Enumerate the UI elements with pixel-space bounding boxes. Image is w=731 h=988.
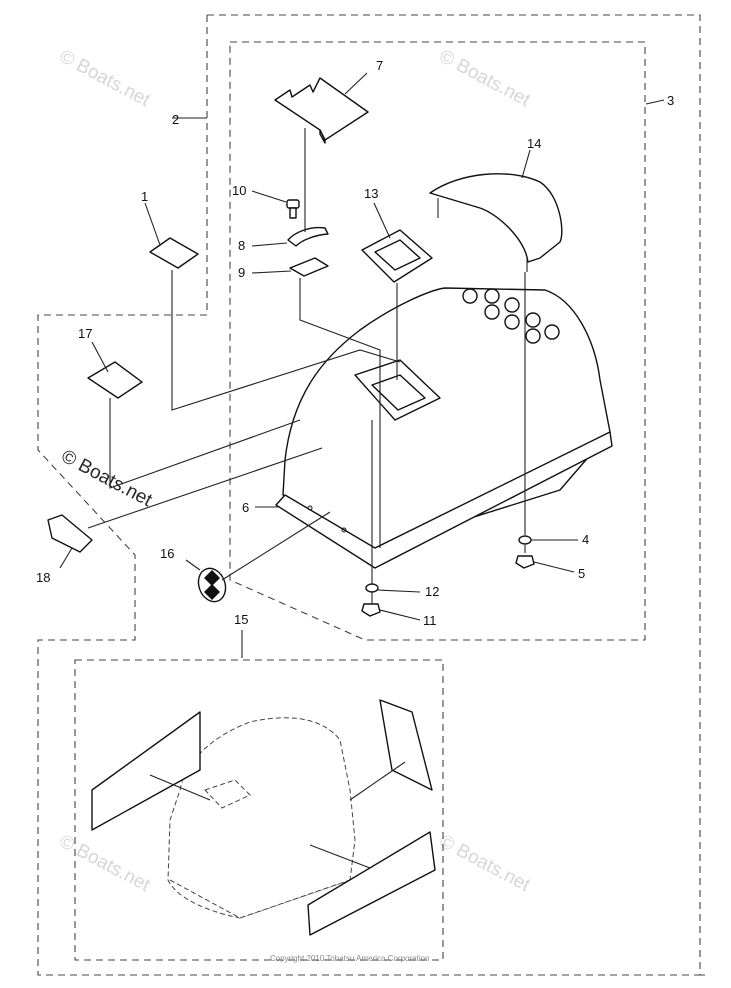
watermark: © Boats.net	[436, 46, 534, 112]
part-14-cap	[429, 173, 563, 272]
watermark: © Boats.net	[436, 831, 534, 897]
callout-3: 3	[667, 93, 674, 108]
part-4-washer	[518, 535, 532, 545]
callout-18: 18	[36, 570, 50, 585]
callout-4: 4	[582, 532, 589, 547]
callout-17: 17	[78, 326, 92, 341]
part-15-decal-set	[91, 699, 436, 936]
callout-8: 8	[238, 238, 245, 253]
part-18-label	[47, 514, 93, 553]
leader-lines	[59, 72, 665, 869]
part-1-label	[149, 237, 199, 269]
group-15-boundary	[74, 659, 444, 961]
group-2-boundary	[37, 14, 705, 976]
callout-11: 11	[423, 613, 437, 628]
part-8-clip	[287, 226, 329, 247]
callout-7: 7	[376, 58, 383, 73]
watermark: © Boats.net	[56, 46, 154, 112]
callout-13: 13	[364, 186, 378, 201]
callout-14: 14	[527, 136, 541, 151]
callout-12: 12	[425, 584, 439, 599]
callout-2: 2	[172, 112, 179, 127]
part-13-gasket	[361, 229, 433, 283]
watermark-main: © Boats.net	[58, 446, 156, 512]
part-17-label	[87, 361, 143, 399]
callout-15: 15	[234, 612, 248, 627]
callout-16: 16	[160, 546, 174, 561]
callout-5: 5	[578, 566, 585, 581]
part-9-bracket	[289, 257, 329, 277]
callout-9: 9	[238, 265, 245, 280]
group-3-boundary	[229, 41, 646, 641]
part-10-bolt	[286, 199, 300, 219]
part-5-nut	[515, 555, 535, 569]
watermark: © Boats.net	[56, 831, 154, 897]
copyright-text: Copyright 2010 Tohatsu America Corporati…	[270, 954, 430, 963]
callout-1: 1	[141, 189, 148, 204]
part-12-washer	[365, 583, 379, 593]
part-3-engine-cover	[275, 287, 613, 569]
part-7-plate	[274, 77, 369, 144]
callout-6: 6	[242, 500, 249, 515]
callout-10: 10	[232, 183, 246, 198]
part-11-nut	[361, 603, 381, 617]
part-16-emblem	[197, 567, 227, 603]
